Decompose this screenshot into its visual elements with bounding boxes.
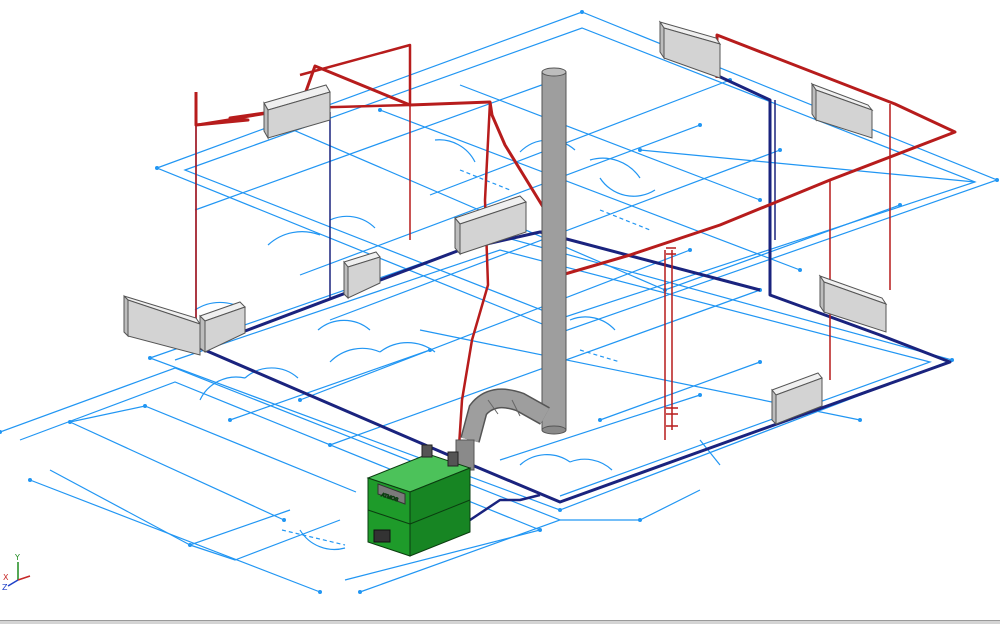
flue-pipe	[455, 67, 567, 471]
triad-y-label: Y	[14, 553, 20, 562]
radiator-lower-3	[343, 251, 381, 300]
radiator-upper-1	[263, 84, 331, 140]
triad-z-label: Z	[2, 583, 8, 592]
viewport-bottom-edge	[0, 620, 1000, 624]
radiator-lower-4	[818, 274, 888, 333]
upper-floor-plan	[155, 11, 999, 333]
radiator-upper-3	[810, 82, 874, 139]
supply-pipe	[194, 33, 957, 463]
coordinate-triad-icon: Y X Z	[2, 553, 31, 592]
radiator-lower-2	[199, 301, 246, 354]
radiator-upper-4	[454, 195, 527, 256]
radiator-lower-5	[771, 372, 823, 426]
radiators	[123, 20, 888, 426]
radiator-upper-2	[658, 20, 722, 79]
lower-floor-plan	[0, 235, 954, 593]
radiator-lower-1	[123, 294, 202, 356]
boiler[interactable]: ATMOS	[366, 444, 472, 557]
triad-x-label: X	[3, 573, 9, 582]
